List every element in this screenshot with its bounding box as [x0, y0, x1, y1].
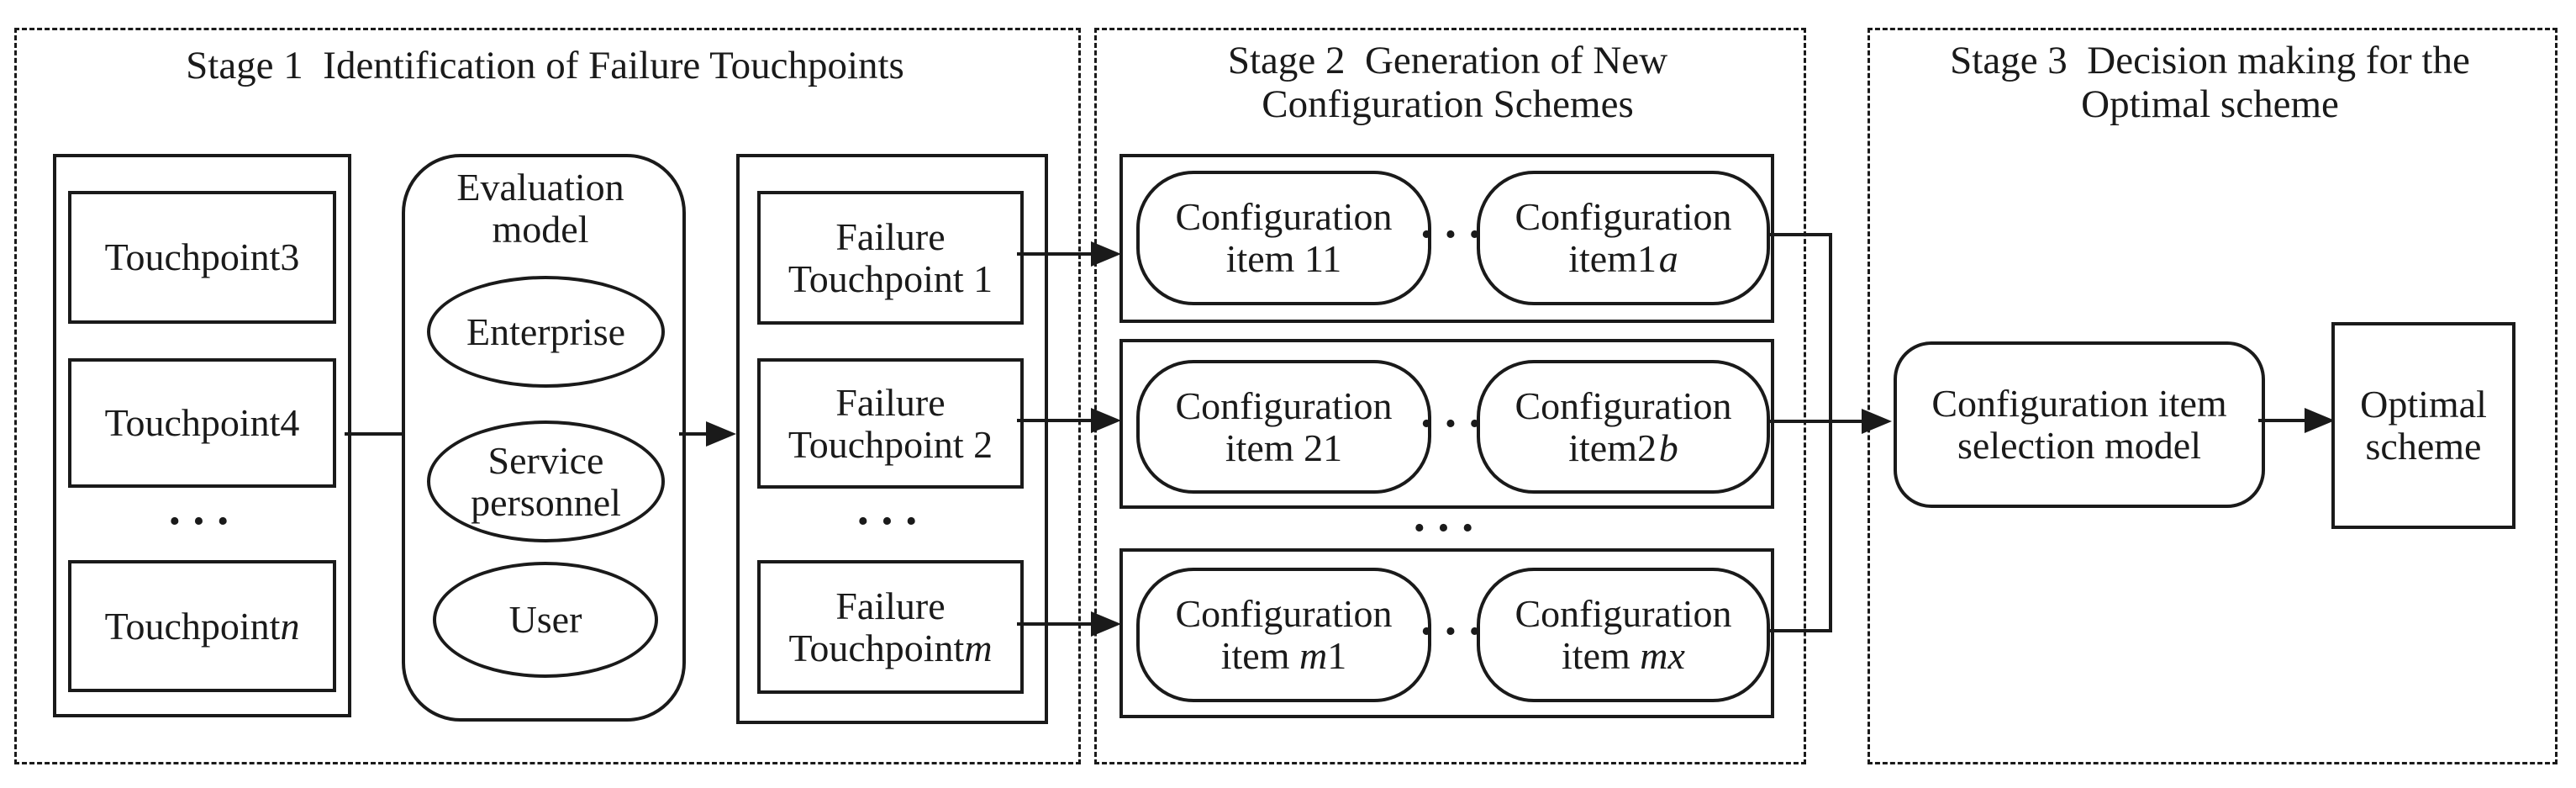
selection-model-label: Configuration item selection model: [1931, 382, 2227, 467]
selection-to-optimal-arrowhead: [2305, 408, 2335, 433]
failure-touchpoint1-label: Failure Touchpoint 1: [788, 214, 993, 300]
row1-exit-line: [1767, 233, 1832, 236]
row2-ellipsis: ···: [1418, 397, 1492, 450]
touchpoints-to-evaluation-line: [345, 432, 402, 436]
user-ellipse: User: [433, 562, 658, 678]
service-personnel-ellipse: Service personnel: [427, 420, 665, 542]
touchpoint-ellipsis: ···: [166, 495, 240, 547]
rows-merge-vertical-line: [1829, 233, 1832, 632]
failure-touchpoint2-label: Failure Touchpoint 2: [788, 380, 993, 466]
row3-exit-line: [1767, 629, 1832, 632]
stage3-panel: [1867, 28, 2558, 764]
ftm-to-row3-arrowhead: [1091, 611, 1121, 637]
enterprise-label: Enterprise: [466, 309, 626, 353]
config-item-21-label: Configuration item 21: [1175, 383, 1393, 469]
evaluation-to-failure-arrowhead: [706, 421, 736, 447]
ft2-to-row2-arrowhead: [1091, 408, 1121, 433]
config-item-11-stadium: Configuration item 11: [1136, 171, 1431, 305]
ft1-to-row1-arrowhead: [1091, 241, 1121, 267]
service-personnel-label: Service personnel: [471, 438, 621, 524]
touchpoint-n-box: Touchpointn: [68, 560, 336, 692]
stage2-title: Stage 2 Generation of New Configuration …: [1227, 39, 1668, 126]
stage2-panel: [1094, 28, 1806, 764]
user-label: User: [508, 598, 582, 641]
ft2-to-row2-line: [1017, 419, 1091, 422]
stage1-panel: [14, 28, 1081, 764]
failure-touchpoint1-box: Failure Touchpoint 1: [757, 191, 1024, 325]
stage1-title: Stage 1 Identification of Failure Touchp…: [186, 44, 904, 87]
optimal-scheme-box: Optimal scheme: [2331, 322, 2515, 529]
evaluation-model-title: Evaluation model: [456, 166, 624, 251]
ftm-to-row3-line: [1017, 622, 1091, 626]
row2-to-selection-line: [1767, 420, 1862, 423]
row1-ellipsis: ···: [1418, 209, 1492, 261]
row2-to-selection-arrowhead: [1862, 409, 1892, 434]
evaluation-to-failure-line: [679, 432, 706, 436]
selection-to-optimal-line: [2258, 419, 2305, 422]
touchpoint3-box: Touchpoint3: [68, 191, 336, 324]
ft1-to-row1-line: [1017, 252, 1091, 256]
touchpoint3-label: Touchpoint3: [104, 235, 300, 278]
touchpoint4-label: Touchpoint4: [104, 401, 300, 444]
touchpoint-n-label: Touchpointn: [104, 604, 300, 648]
rows-ellipsis: ···: [1411, 501, 1484, 554]
row3-ellipsis: ···: [1418, 606, 1492, 658]
optimal-scheme-label: Optimal scheme: [2360, 383, 2487, 468]
failure-touchpoint-ellipsis: ···: [855, 495, 928, 547]
config-item-21-stadium: Configuration item 21: [1136, 360, 1431, 494]
selection-model-box: Configuration item selection model: [1894, 341, 2265, 508]
failure-touchpoint2-box: Failure Touchpoint 2: [757, 358, 1024, 489]
stage3-title: Stage 3 Decision making for the Optimal …: [1950, 39, 2470, 126]
config-item-11-label: Configuration item 11: [1175, 195, 1393, 280]
enterprise-ellipse: Enterprise: [427, 276, 665, 388]
touchpoint4-box: Touchpoint4: [68, 358, 336, 488]
